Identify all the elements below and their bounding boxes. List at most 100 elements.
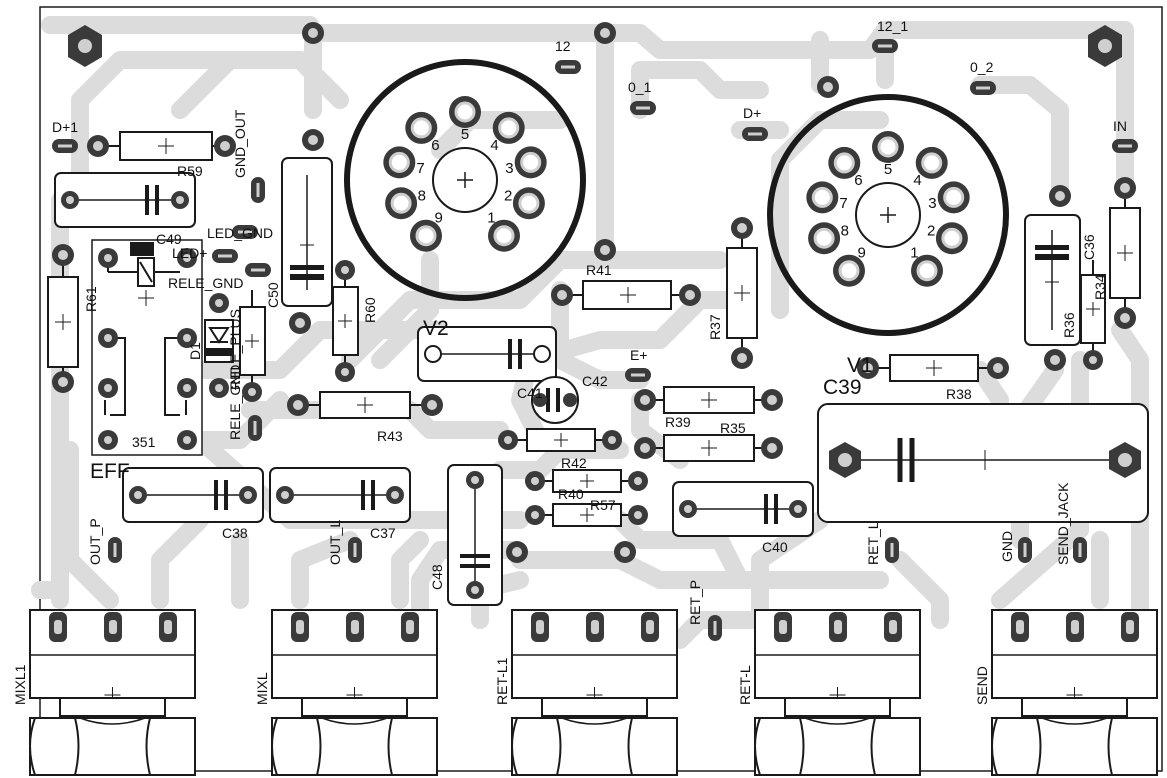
capacitor-c41 xyxy=(531,376,579,424)
resistor-r40 xyxy=(525,469,648,493)
mounting-hole xyxy=(68,25,102,67)
test-point-pad xyxy=(872,39,898,53)
tube-pin xyxy=(832,254,865,287)
label-c38: C38 xyxy=(222,525,248,541)
tube-pin xyxy=(808,222,841,255)
tube-pin xyxy=(405,111,438,144)
jack-label: SEND xyxy=(974,666,990,705)
labels: D+1 R59 GND_OUT C49 LED_GND LED+ RELE_GN… xyxy=(52,18,1127,625)
capacitor-c50 xyxy=(281,22,333,334)
test-point-pad xyxy=(1112,139,1138,153)
label-c39: C39 xyxy=(823,376,862,399)
label-r37: R37 xyxy=(707,314,723,340)
test-point-pad xyxy=(708,615,722,641)
label-r36: R36 xyxy=(1061,312,1077,338)
label-out-p: OUT_P xyxy=(87,518,103,565)
test-point-pad xyxy=(885,537,899,563)
capacitor-c38 xyxy=(122,467,264,523)
test-point-pad xyxy=(251,177,265,203)
label-in: IN xyxy=(1113,118,1127,134)
label-r43: R43 xyxy=(377,428,403,444)
test-point-pad xyxy=(232,225,258,239)
label-ret-l: RET_L xyxy=(865,521,881,565)
jack-label: MIXL xyxy=(254,672,270,705)
tube-pin-label: 6 xyxy=(431,137,439,154)
tube-pin xyxy=(806,181,839,214)
label-r35: R35 xyxy=(720,420,746,436)
jack-mixl: MIXL xyxy=(254,609,438,776)
resistor-r59 xyxy=(87,131,236,161)
tube-pin xyxy=(935,222,968,255)
tube-pin-label: 1 xyxy=(487,210,495,227)
label-rele-gnd: RELE_GND xyxy=(168,275,243,291)
test-point-pad xyxy=(625,368,651,382)
mounting-hole xyxy=(1088,25,1122,67)
capacitor-c37 xyxy=(269,467,411,523)
label-c49: C49 xyxy=(156,231,182,247)
label-eff: EFF xyxy=(90,460,130,483)
label-rele-gnd-2: RELE_GND xyxy=(227,365,243,440)
jack-ret-l1: RET-L1 xyxy=(494,609,678,776)
test-point-pad xyxy=(348,537,362,563)
test-point-pad xyxy=(742,127,768,141)
resistor-r61 xyxy=(47,244,79,393)
tube-pin xyxy=(383,146,416,179)
tube-pin-label: 3 xyxy=(505,160,513,177)
tube-pin xyxy=(385,187,418,220)
label-r34: R34 xyxy=(1092,274,1108,300)
capacitor-c39 xyxy=(817,403,1149,523)
jack-label: RET-L xyxy=(737,665,753,705)
label-n0-1: 0_1 xyxy=(628,79,652,95)
label-c40: C40 xyxy=(762,539,788,555)
label-r40: R40 xyxy=(558,486,584,502)
label-gnd: GND xyxy=(999,531,1015,562)
tube-pin-label: 8 xyxy=(418,188,426,205)
test-point-pad xyxy=(52,139,78,153)
capacitor-c48 xyxy=(447,464,503,606)
tube-pin xyxy=(409,219,442,252)
label-r39: R39 xyxy=(665,414,691,430)
label-r42: R42 xyxy=(561,455,587,471)
resistor-r57 xyxy=(525,503,648,527)
tube-pin xyxy=(492,111,525,144)
label-r60: R60 xyxy=(362,297,378,323)
label-relay: 351 xyxy=(132,434,156,450)
relay-351 xyxy=(91,239,203,456)
resistor-r37 xyxy=(726,217,758,369)
label-led-gnd: LED_GND xyxy=(207,225,273,241)
label-v1: V1 xyxy=(847,354,873,377)
tube-pin-label: 7 xyxy=(839,195,847,212)
label-v2: V2 xyxy=(423,317,449,340)
tube-pin-label: 3 xyxy=(928,195,936,212)
test-point-pad xyxy=(970,81,996,95)
label-d1-diode: D1 xyxy=(187,342,203,360)
label-gnd-out: GND_OUT xyxy=(232,109,248,178)
jack-send: SEND xyxy=(974,609,1158,776)
label-send-jack: SEND_JACK xyxy=(1055,482,1071,565)
resistor-r42 xyxy=(498,428,622,452)
capacitor-v2 xyxy=(417,326,557,382)
tube-pin xyxy=(488,219,521,252)
test-point-pad xyxy=(245,263,271,277)
tube-pin-label: 1 xyxy=(910,245,918,262)
label-c50: C50 xyxy=(265,282,281,308)
traces xyxy=(31,16,1149,649)
diode-d1 xyxy=(204,293,234,398)
tube-pin-label: 2 xyxy=(927,223,935,240)
test-point-pad xyxy=(1018,537,1032,563)
label-r38: R38 xyxy=(946,386,972,402)
tube-pin-label: 5 xyxy=(884,161,892,178)
label-c37: C37 xyxy=(370,525,396,541)
jack-label: RET-L1 xyxy=(494,657,510,705)
tube-pin xyxy=(872,131,904,163)
label-c41: C41 xyxy=(517,385,543,401)
label-c48: C48 xyxy=(429,564,445,590)
tube-pin-label: 6 xyxy=(854,172,862,189)
label-c36: C36 xyxy=(1081,234,1097,260)
label-r41: R41 xyxy=(586,262,612,278)
label-d1: D+1 xyxy=(52,119,78,135)
tube-pin xyxy=(449,96,481,128)
test-point-pad xyxy=(555,60,581,74)
tube-pin xyxy=(911,254,944,287)
capacitor-c36 xyxy=(1024,185,1081,371)
